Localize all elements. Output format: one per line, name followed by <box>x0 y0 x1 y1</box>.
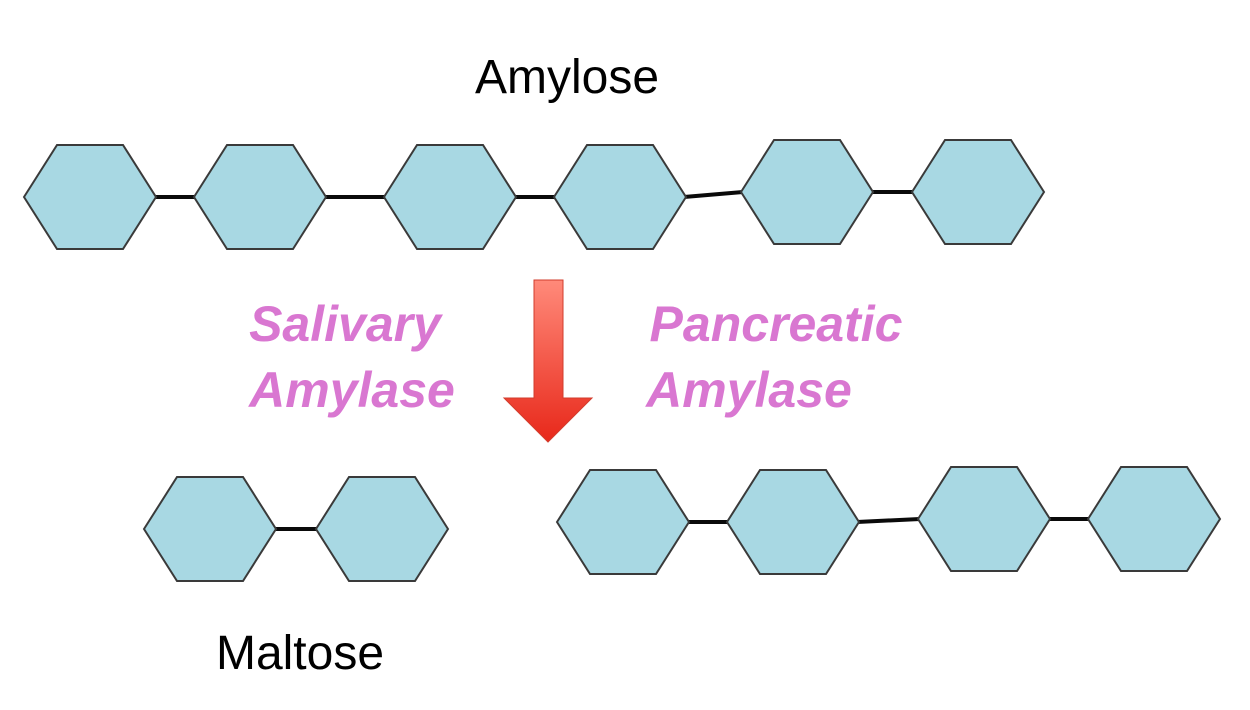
salivary-amylase-label-line2: Amylase <box>247 362 455 418</box>
remaining-chain-glucose-unit <box>1086 466 1222 572</box>
amylose-glucose-unit <box>739 139 875 245</box>
maltose-title: Maltose <box>216 627 384 680</box>
remaining-chain-glycosidic-bond <box>856 517 921 524</box>
remaining-chain-glucose-unit <box>555 469 691 575</box>
amylose-glucose-unit <box>552 144 688 250</box>
remaining-chain <box>555 466 1222 575</box>
maltose-chain <box>142 476 450 582</box>
amylose-glucose-unit <box>22 144 158 250</box>
remaining-chain-glucose-unit <box>725 469 861 575</box>
pancreatic-amylase-label-line2: Amylase <box>644 362 852 418</box>
maltose-glucose-unit <box>142 476 278 582</box>
amylose-glucose-unit <box>192 144 328 250</box>
down-arrow-icon <box>502 279 594 443</box>
remaining-chain-glucose-unit <box>916 466 1052 572</box>
maltose-glucose-unit <box>314 476 450 582</box>
amylose-glucose-unit <box>910 139 1046 245</box>
amylose-glycosidic-bond <box>683 190 744 199</box>
amylose-chain <box>22 139 1046 250</box>
amylose-title: Amylose <box>475 51 659 104</box>
pancreatic-amylase-label-line1: Pancreatic <box>650 296 903 352</box>
amylose-glucose-unit <box>382 144 518 250</box>
salivary-amylase-label-line1: Salivary <box>249 296 443 352</box>
